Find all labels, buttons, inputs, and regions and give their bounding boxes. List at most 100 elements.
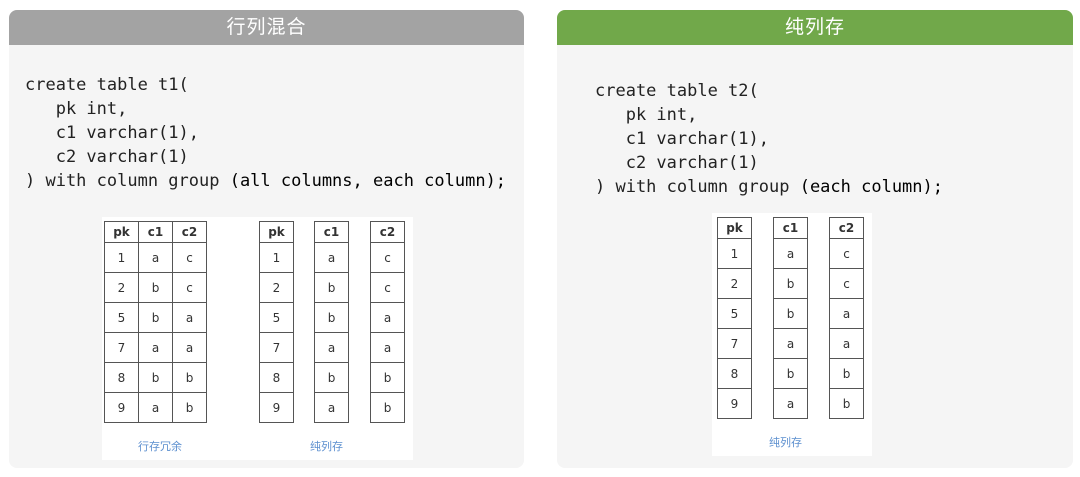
table-row: 5 (717, 298, 752, 329)
table-row: c (829, 268, 864, 299)
header-row: pk (259, 221, 294, 243)
table-cell: 5 (259, 302, 294, 333)
table-cell: b (138, 302, 173, 333)
header-row: c1 (314, 221, 349, 243)
table-cell: b (314, 272, 349, 303)
table-row: 8 (259, 362, 294, 393)
table-cell: 5 (717, 298, 752, 329)
code-line: pk int, (25, 99, 128, 119)
table-row: a (314, 242, 349, 273)
column-header: c1 (773, 217, 808, 239)
table-cell: a (773, 328, 808, 359)
table-row: b (370, 362, 405, 393)
column-header: pk (259, 221, 294, 243)
table-row: 2 (259, 272, 294, 303)
table-cell: c (370, 242, 405, 273)
table-row: 7 (259, 332, 294, 363)
table-cell: a (172, 332, 207, 363)
table-cell: 9 (717, 388, 752, 419)
table-cell: a (314, 242, 349, 273)
code-line: c1 varchar(1), (595, 129, 769, 149)
table-row: a (773, 388, 808, 419)
table-cell: 8 (259, 362, 294, 393)
table-cell: b (773, 298, 808, 329)
column-header: c2 (172, 221, 207, 243)
column-group-args: (all columns, each column); (229, 171, 507, 191)
caption-pure-column: 纯列存 (310, 440, 343, 453)
row-column-mixed-panel: 行列混合 create table t1( pk int, c1 varchar… (9, 10, 524, 468)
header-row: c2 (370, 221, 405, 243)
table-cell: 7 (259, 332, 294, 363)
table-cell: a (138, 242, 173, 273)
table-row: 5 (259, 302, 294, 333)
table-row: b (314, 362, 349, 393)
table-cell: b (829, 358, 864, 389)
caption-row-redundant: 行存冗余 (138, 440, 182, 453)
table-cell: b (172, 392, 207, 423)
table-cell: b (138, 272, 173, 303)
table-cell: c (172, 242, 207, 273)
table-row: 7 (717, 328, 752, 359)
table-cell: b (773, 268, 808, 299)
table-row: c (370, 272, 405, 303)
code-line: ) with column group (595, 177, 800, 197)
table-cell: b (773, 358, 808, 389)
table-cell: b (314, 362, 349, 393)
table-row: b (773, 298, 808, 329)
table-row: c (829, 238, 864, 269)
table-row: 1 (259, 242, 294, 273)
table-cell: 7 (104, 332, 139, 363)
table-cell: 8 (717, 358, 752, 389)
code-line: c1 varchar(1), (25, 123, 199, 143)
table-cell: b (829, 388, 864, 419)
table-cell: a (370, 332, 405, 363)
table-cell: c (829, 268, 864, 299)
table-cell: a (172, 302, 207, 333)
table-cell: 8 (104, 362, 139, 393)
caption-pure-column: 纯列存 (769, 436, 802, 449)
column-header: c1 (314, 221, 349, 243)
header-row: pk (717, 217, 752, 239)
column-header: c2 (829, 217, 864, 239)
table-cell: c (172, 272, 207, 303)
table-cell: 2 (259, 272, 294, 303)
table-row: a (829, 328, 864, 359)
table-cell: c (829, 238, 864, 269)
table-cell: a (138, 332, 173, 363)
create-table-t1-code: create table t1( pk int, c1 varchar(1), … (25, 73, 506, 193)
code-line: create table t2( (595, 81, 759, 101)
table-cell: 1 (104, 242, 139, 273)
table-row: b (773, 358, 808, 389)
table-cell: a (829, 328, 864, 359)
table-row: b (314, 272, 349, 303)
table-row: a (773, 238, 808, 269)
table-row: a (773, 328, 808, 359)
table-row: 2 (717, 268, 752, 299)
table-row: a (314, 332, 349, 363)
table-cell: b (370, 392, 405, 423)
table-cell: 9 (259, 392, 294, 423)
header-row: c2 (829, 217, 864, 239)
column-header: pk (717, 217, 752, 239)
column-header: c1 (138, 221, 173, 243)
table-cell: a (138, 392, 173, 423)
table-cell: 1 (259, 242, 294, 273)
column-header: c2 (370, 221, 405, 243)
table-row: 9 (717, 388, 752, 419)
table-row: 9 (259, 392, 294, 423)
table-cell: 5 (104, 302, 139, 333)
table-row: b (829, 388, 864, 419)
table-cell: a (370, 302, 405, 333)
table-cell: 9 (104, 392, 139, 423)
